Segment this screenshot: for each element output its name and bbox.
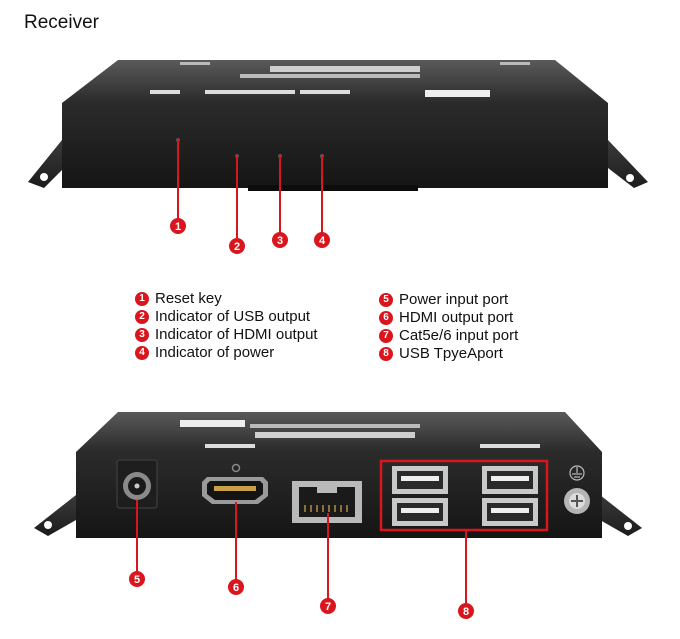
top-label [180, 62, 210, 65]
legend-label: Indicator of HDMI output [155, 326, 318, 343]
legend-item: 6 HDMI output port [379, 309, 518, 327]
legend-label: HDMI output port [399, 309, 514, 326]
receiver-rear-view [34, 412, 642, 538]
legend-label: Cat5e/6 input port [399, 327, 519, 344]
top-label [480, 444, 540, 448]
legend-number: 2 [135, 310, 149, 324]
legend-right: 5 Power input port 6 HDMI output port 7 Cat… [379, 291, 518, 363]
brand-logo-plate [180, 420, 245, 427]
top-label [300, 90, 350, 94]
top-label [205, 90, 295, 94]
legend-number: 5 [379, 293, 393, 307]
top-label [240, 74, 420, 78]
usb-ports [392, 466, 538, 526]
legend-label: Indicator of power [155, 344, 275, 361]
page-title: Receiver [24, 12, 99, 33]
top-label [250, 424, 420, 428]
legend-item: 4 Indicator of power [135, 344, 318, 362]
legend-item: 2 Indicator of USB output [135, 308, 318, 326]
legend-label: Reset key [155, 290, 222, 307]
hdmi-screw-icon [231, 463, 241, 473]
top-label [270, 66, 420, 72]
callout-markers-bottom: 5 6 7 8 [129, 571, 474, 619]
callout-5: 5 [134, 574, 140, 586]
top-label [205, 444, 255, 448]
callout-8: 8 [463, 606, 469, 618]
front-lip [248, 185, 418, 191]
legend-number: 7 [379, 329, 393, 343]
right-mount-hole [626, 174, 634, 182]
callout-lines-bottom [136, 500, 467, 604]
top-label [255, 432, 415, 438]
left-flange [34, 495, 76, 536]
legend-item: 1 Reset key [135, 290, 318, 308]
right-flange [600, 495, 642, 536]
legend-number: 4 [135, 346, 149, 360]
legend-number: 1 [135, 292, 149, 306]
callout-7: 7 [325, 601, 331, 613]
legend-label: Power input port [399, 291, 509, 308]
legend-number: 6 [379, 311, 393, 325]
brand-logo-plate [425, 90, 490, 97]
top-label [500, 62, 530, 65]
rj45-port [292, 481, 362, 523]
callout-markers-top: 1 2 3 4 [170, 218, 330, 254]
legend-number: 3 [135, 328, 149, 342]
legend-item: 5 Power input port [379, 291, 518, 309]
ground-screw [564, 488, 590, 514]
right-mount-hole [624, 522, 632, 530]
legend-label: USB TpyeAport [399, 345, 503, 362]
callout-2: 2 [234, 241, 240, 253]
callout-3: 3 [277, 235, 283, 247]
legend-item: 8 USB TpyeAport [379, 345, 518, 363]
callout-4: 4 [319, 235, 326, 247]
left-mount-hole [44, 521, 52, 529]
legend-item: 3 Indicator of HDMI output [135, 326, 318, 344]
usb-highlight-box [379, 459, 549, 532]
legend-label: Indicator of USB output [155, 308, 311, 325]
front-panel [62, 103, 608, 188]
legend-item: 7 Cat5e/6 input port [379, 327, 518, 345]
callout-6: 6 [233, 582, 239, 594]
left-flange [28, 140, 62, 188]
hdmi-port [202, 463, 268, 504]
callout-lines-top [177, 140, 323, 238]
left-mount-hole [40, 173, 48, 181]
ground-icon [569, 465, 585, 481]
callout-1: 1 [175, 221, 181, 233]
legend-number: 8 [379, 347, 393, 361]
top-label [150, 90, 180, 94]
receiver-front-view [28, 60, 648, 191]
right-flange [608, 140, 648, 188]
